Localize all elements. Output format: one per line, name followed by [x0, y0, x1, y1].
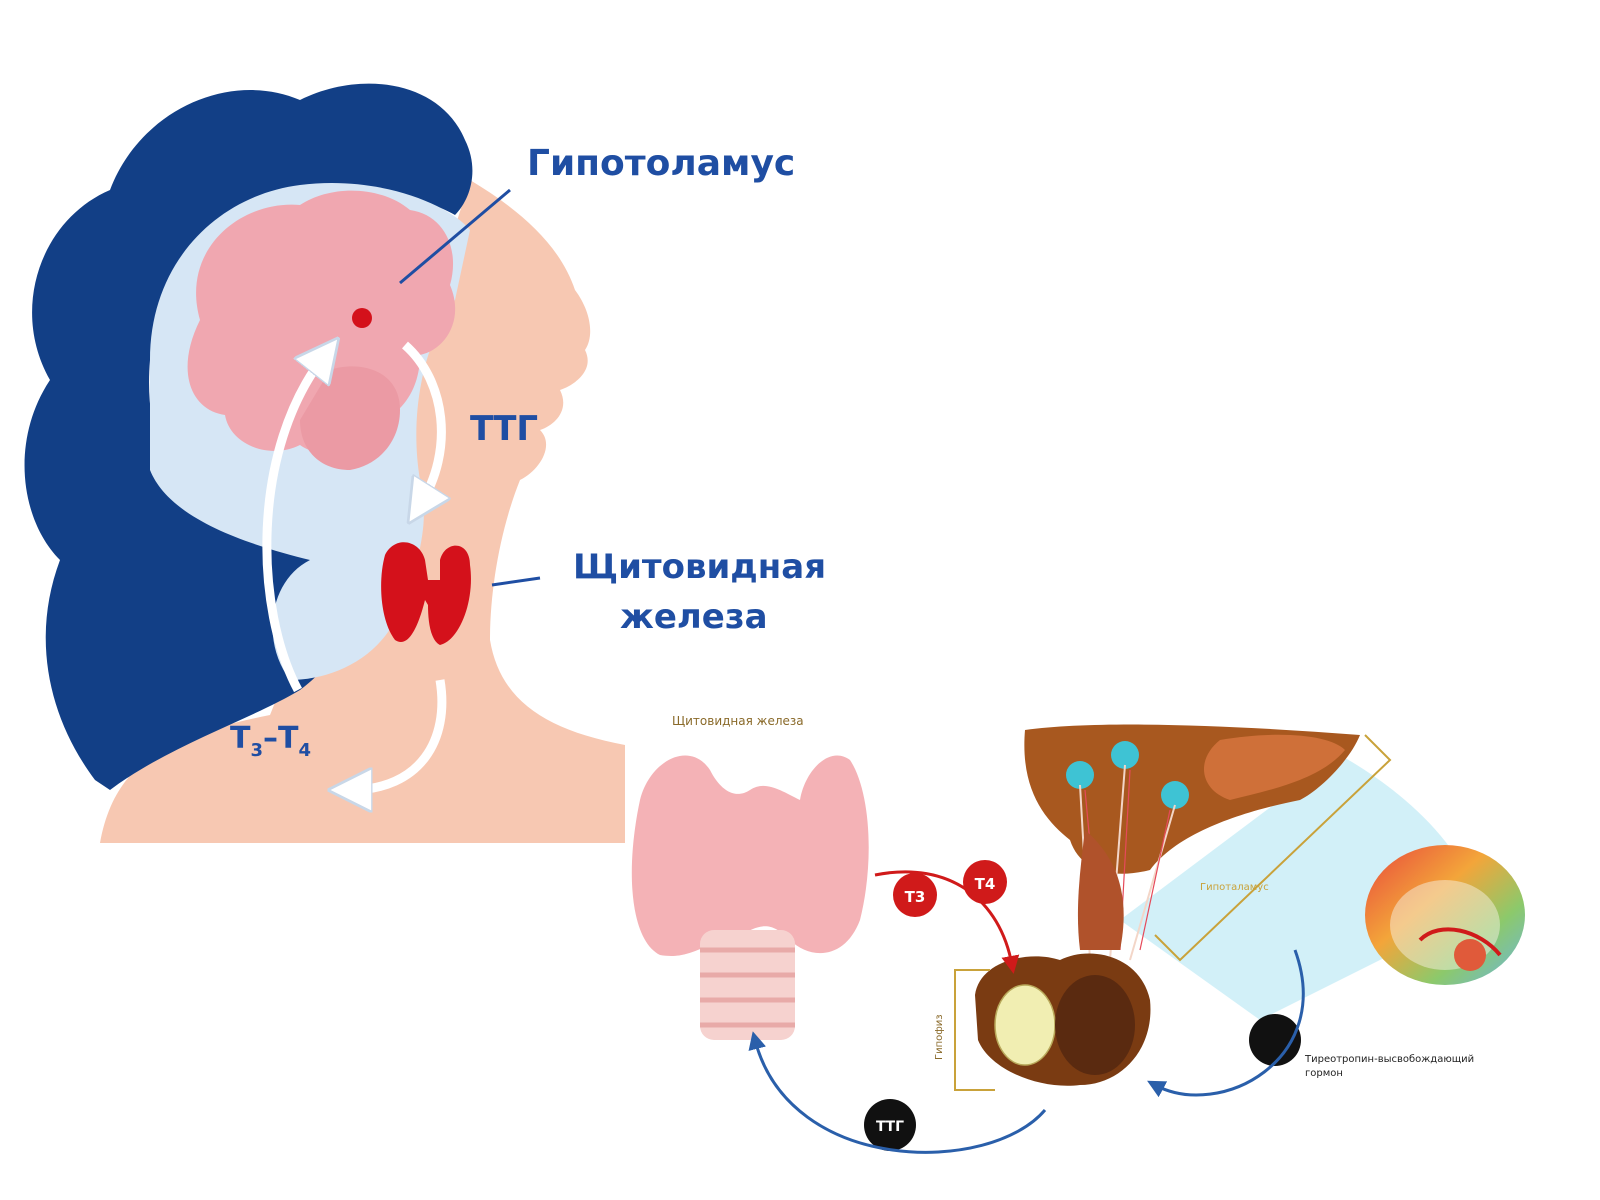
hypothalamus-bracket — [1154, 734, 1392, 962]
trh-label-line1: Тиреотропин-высвобождающий — [1304, 1054, 1474, 1065]
hormones-label: T3–T4 — [230, 721, 311, 761]
feedback-arrow-up — [262, 355, 325, 693]
thyroid-anatomy — [631, 755, 869, 956]
hormone-arrow-down — [350, 679, 447, 790]
brain-icon — [1365, 845, 1525, 985]
thyroid-gland-icon — [381, 542, 471, 645]
hypothalamus-dot — [352, 308, 372, 328]
trh-arrow — [1147, 949, 1305, 1098]
tsh-arrow-bottom — [748, 1031, 1047, 1154]
t3-badge — [893, 873, 937, 917]
hair — [24, 83, 473, 790]
trh-badge — [1249, 1014, 1301, 1066]
tsh-badge-label: ТТГ — [876, 1119, 904, 1135]
t4-badge-label: T4 — [975, 875, 996, 893]
feedback-arrow-red — [874, 870, 1020, 974]
hypothalamus-anatomy-label: Гипоталамус — [1200, 882, 1269, 893]
thyroid-label-line1: Щитовидная — [573, 547, 826, 587]
pituitary-bracket — [954, 969, 995, 1091]
brain-tissue-light — [1203, 734, 1345, 800]
tsh-arrow — [401, 341, 441, 505]
anterior-lobe — [994, 984, 1056, 1066]
brainstem — [300, 366, 400, 470]
tsh-label: ТТГ — [470, 409, 538, 449]
tsh-badge — [864, 1099, 916, 1151]
thyroid-label-line2: железа — [620, 597, 768, 637]
anatomy-illustration: Гипофиз T3 T4 ТТГ Щитовидн — [631, 714, 1525, 1154]
pituitary-stalk — [1077, 830, 1124, 950]
thyroid-pointer — [491, 576, 541, 587]
trachea — [700, 930, 795, 1040]
trh-label-line2: гормон — [1305, 1068, 1343, 1079]
t3-badge-label: T3 — [905, 888, 926, 906]
posterior-lobe — [1055, 975, 1135, 1075]
t4-badge — [963, 860, 1007, 904]
head-illustration: Гипотоламус ТТГ Щитовидная железа T3–T4 — [24, 83, 826, 843]
hypothalamus-label: Гипотоламус — [527, 143, 795, 184]
thyroid-anatomy-label: Щитовидная железа — [672, 714, 804, 728]
hypothalamus-pointer — [399, 188, 511, 285]
pituitary-label: Гипофиз — [934, 1014, 945, 1060]
